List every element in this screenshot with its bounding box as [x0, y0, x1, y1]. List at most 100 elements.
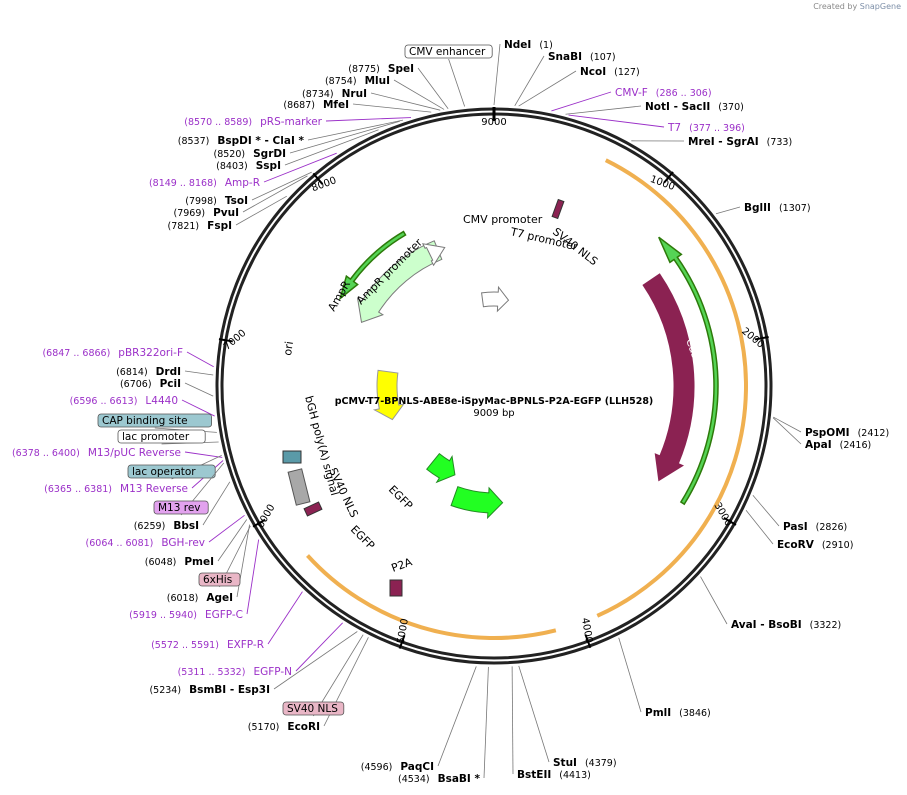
enzyme-name: PasI	[783, 521, 808, 533]
enzyme-coord: (6814)	[116, 367, 148, 378]
enzyme-leader-line	[437, 666, 477, 767]
plasmid-name: pCMV-T7-BPNLS-ABE8e-iSpyMac-BPNLS-P2A-EG…	[335, 396, 654, 407]
enzyme-leader-line	[289, 120, 400, 154]
primer-site-label: (5919 .. 5940) EGFP-C	[129, 609, 243, 621]
primer-leader-line	[208, 514, 245, 543]
enzyme-name: DrdI	[156, 366, 181, 378]
enzyme-name: SpeI	[388, 63, 414, 75]
p2a-box	[389, 579, 403, 597]
enzyme-leader-line	[273, 631, 358, 690]
feature-box-label: M13 rev	[158, 502, 201, 514]
primer-coord: (6365 .. 6381)	[44, 484, 112, 495]
feature-box	[282, 701, 345, 716]
enzyme-coord: (4379)	[585, 758, 617, 769]
primer-coord: (6064 .. 6081)	[86, 538, 154, 549]
enzyme-name: PvuI	[213, 207, 239, 219]
enzyme-name: SspI	[256, 160, 281, 172]
primer-site-label: (6378 .. 6400) M13/pUC Reverse	[12, 447, 181, 459]
enzyme-site-label: (8403)SspI	[216, 160, 281, 172]
snapgene-brand: SnapGene	[859, 2, 901, 11]
enzyme-coord: (6048)	[145, 557, 177, 568]
enzyme-site-label: (6814) DrdI	[116, 366, 181, 378]
enzyme-coord: (5170)	[248, 722, 280, 733]
primer-coord: (6847 .. 6866)	[42, 348, 110, 359]
enzyme-leader-line	[514, 55, 545, 106]
enzyme-leader-line	[217, 519, 248, 562]
tick-mark	[218, 338, 233, 343]
primer-name: EGFP-C	[205, 609, 243, 621]
enzyme-name: TsoI	[225, 195, 248, 207]
enzyme-name: SnaBI	[548, 51, 582, 63]
feature-label-egfp-1: EGFP	[386, 483, 416, 513]
primer-coord: (8570 .. 8589)	[184, 117, 252, 128]
enzyme-leader-line	[773, 416, 802, 433]
enzyme-coord: (1)	[539, 40, 552, 51]
enzyme-coord: (4413)	[559, 770, 591, 781]
lac-box	[282, 450, 302, 464]
enzyme-name: AvaI - BsoBI	[731, 619, 802, 631]
enzyme-coord: (2910)	[822, 540, 854, 551]
enzyme-site-label: PasI(2826)	[783, 521, 847, 533]
enzyme-leader-line	[393, 79, 445, 110]
tick-label: 9000	[481, 117, 506, 128]
enzyme-name: SgrDI	[253, 148, 286, 160]
primer-name: pRS-marker	[260, 116, 323, 128]
enzyme-site-label: (5234)BsmBI - Esp3I	[149, 684, 270, 696]
enzyme-coord: (8687)	[283, 100, 315, 111]
primer-site-label: (8149 .. 8168)Amp-R	[149, 177, 260, 189]
enzyme-leader-line	[307, 119, 404, 141]
enzyme-coord: (6018)	[167, 593, 199, 604]
egfp-arrow-outer	[450, 486, 504, 520]
enzyme-site-label: SnaBI(107)	[548, 51, 616, 63]
feature-label-p2a: P2A	[390, 555, 415, 575]
enzyme-site-label: (8754)MluI	[325, 75, 390, 87]
feature-box-label: SV40 NLS	[287, 703, 338, 715]
enzyme-leader-line	[352, 103, 432, 113]
enzyme-leader-line	[202, 481, 231, 526]
enzyme-coord: (8754)	[325, 76, 357, 87]
tick-mark	[398, 635, 406, 649]
enzyme-site-label: BstEII (4413)	[517, 769, 591, 781]
enzyme-name: NruI	[342, 88, 367, 100]
feature-box	[117, 429, 206, 444]
feature-box	[153, 500, 209, 515]
primer-leader-line	[267, 591, 303, 645]
enzyme-leader-line	[235, 195, 287, 226]
enzyme-name: StuI	[553, 757, 577, 769]
primer-site-label: (8570 .. 8589) pRS-marker	[184, 116, 322, 128]
primer-coord: (5572 .. 5591)	[151, 640, 219, 651]
enzyme-name: BstEII	[517, 769, 551, 781]
feature-label-cmv-promoter: CMV promoter	[463, 213, 543, 226]
enzyme-site-label: ApaI(2416)	[805, 439, 871, 451]
primer-site-label: (5572 .. 5591)EXFP-R	[151, 639, 264, 651]
enzyme-site-label: (8537)BspDI * - ClaI *	[178, 135, 305, 147]
credit-prefix: Created by	[813, 2, 858, 11]
enzyme-coord: (4596)	[361, 762, 393, 773]
primer-coord: (5919 .. 5940)	[129, 610, 197, 621]
cmv-promoter-arrow	[481, 285, 510, 313]
center-title: pCMV-T7-BPNLS-ABE8e-iSpyMac-BPNLS-P2A-EG…	[335, 396, 654, 419]
enzyme-coord: (8520)	[214, 149, 246, 160]
tick-label: 4000	[579, 617, 594, 644]
enzyme-site-label: EcoRV(2910)	[777, 539, 853, 551]
primer-coord: (6378 .. 6400)	[12, 448, 80, 459]
enzyme-site-label: (7969)PvuI	[173, 207, 239, 219]
enzyme-leader-line	[370, 92, 441, 111]
enzyme-leader-line	[184, 370, 214, 376]
enzyme-coord: (1307)	[779, 203, 811, 214]
enzyme-coord: (6706)	[120, 379, 152, 390]
enzyme-site-label: AvaI - BsoBI(3322)	[731, 619, 841, 631]
primer-name: M13/pUC Reverse	[88, 447, 181, 459]
site-labels: NdeI(1)SnaBI(107)NcoI(127)NotI - SacII(3…	[12, 39, 889, 785]
enzyme-coord: (7821)	[168, 221, 200, 232]
ampr-promoter-arrow	[421, 243, 446, 267]
tick-mark	[663, 171, 674, 184]
primer-coord: (377 .. 396)	[689, 123, 745, 134]
tick-mark	[584, 634, 592, 649]
tick-label: 5000	[396, 618, 411, 645]
enzyme-name: PspOMI	[805, 427, 850, 439]
primer-leader-line	[184, 451, 223, 458]
enzyme-name: BbsI	[173, 520, 199, 532]
